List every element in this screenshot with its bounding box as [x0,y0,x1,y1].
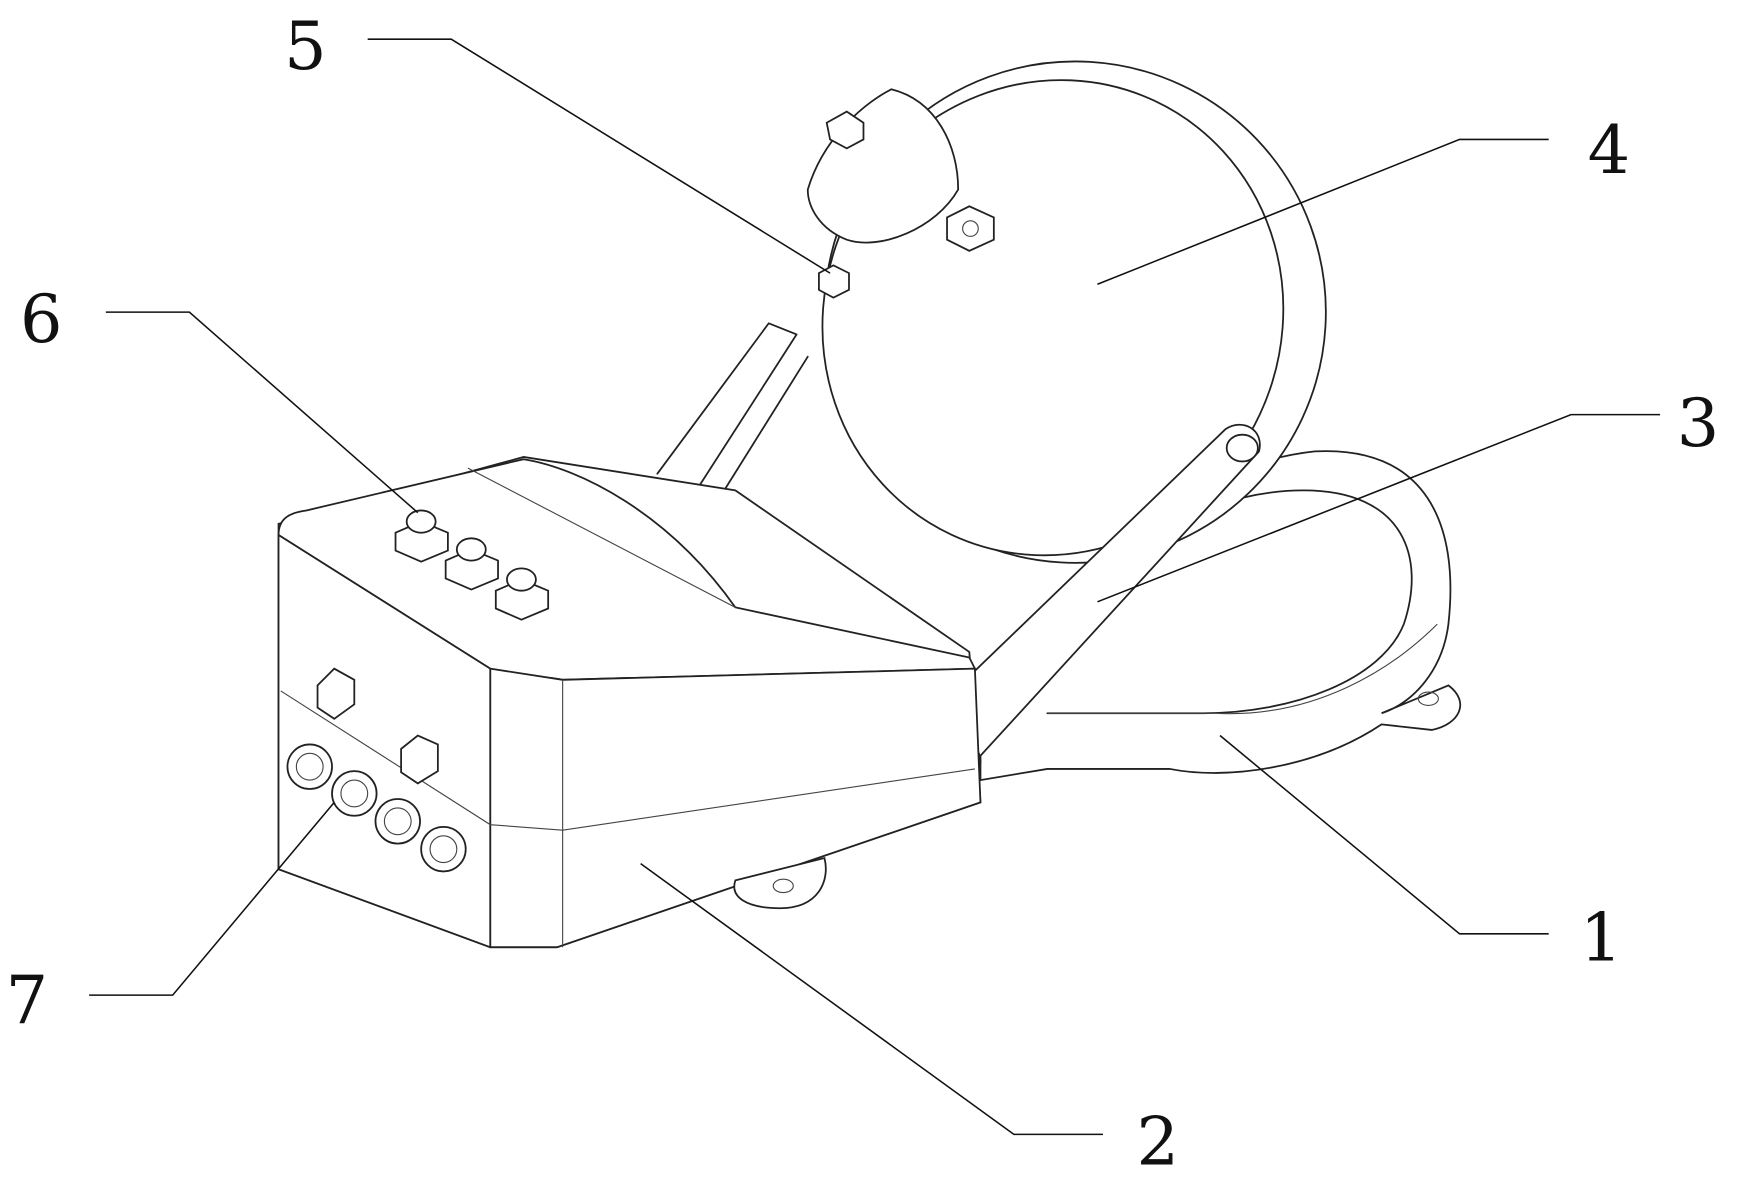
callout-7: 7 [6,961,49,1039]
callout-3: 3 [1677,384,1720,462]
leader-line-6 [105,311,419,514]
side-connectors [286,667,467,873]
leader-line-1 [1219,734,1549,935]
callout-6: 6 [20,280,63,358]
dish [806,60,1327,564]
leader-line-3 [1097,413,1661,603]
callout-1: 1 [1580,899,1623,977]
callout-2: 2 [1136,1102,1179,1178]
support-arms [656,322,809,492]
callout-4: 4 [1588,111,1631,189]
leader-line-5 [367,38,831,274]
top-connectors [394,509,550,621]
callout-5: 5 [284,7,327,85]
leader-line-2 [640,863,1104,1136]
leader-lines [89,38,1661,1136]
leader-line-7 [89,801,335,996]
leader-line-4 [1097,138,1549,286]
control-box [277,456,982,949]
